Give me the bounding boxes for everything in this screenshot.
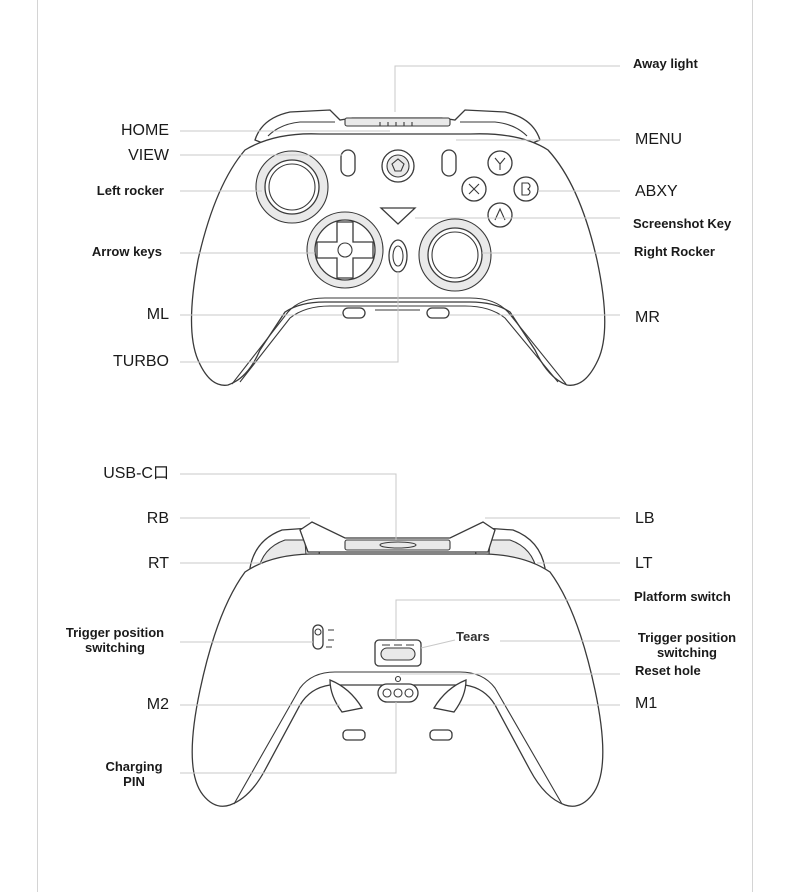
label-reset-hole: Reset hole [635, 663, 701, 678]
label-view: VIEW [128, 147, 169, 164]
label-turbo: TURBO [113, 353, 169, 370]
front-controller [190, 109, 606, 386]
label-platform-switch: Platform switch [634, 589, 731, 604]
label-abxy: ABXY [635, 183, 678, 200]
back-controller [191, 521, 604, 807]
label-rt: RT [147, 555, 169, 572]
label-tears: Tears [456, 629, 490, 644]
label-arrow-keys: Arrow keys [91, 244, 162, 259]
label-right-rocker: Right Rocker [634, 244, 715, 259]
label-left-rocker: Left rocker [96, 183, 164, 198]
label-trigger-switch-left: Trigger position switching [65, 625, 165, 655]
back-leader-lines [180, 473, 620, 774]
label-trigger-switch-right: Trigger position switching [637, 630, 737, 660]
label-m2: M2 [146, 696, 169, 713]
label-usb-c: USB-C口 [103, 465, 169, 482]
label-away-light: Away light [633, 56, 698, 71]
label-m1: M1 [635, 695, 658, 712]
label-menu: MENU [635, 131, 683, 148]
front-leader-lines [180, 65, 620, 363]
label-rb: RB [146, 510, 169, 527]
label-lb: LB [635, 510, 655, 527]
label-lt: LT [635, 555, 653, 572]
label-home: HOME [121, 122, 169, 139]
label-mr: MR [635, 309, 660, 326]
label-ml: ML [146, 306, 169, 323]
label-charging-pin: Charging PIN [105, 759, 163, 789]
label-screenshot-key: Screenshot Key [633, 216, 732, 231]
